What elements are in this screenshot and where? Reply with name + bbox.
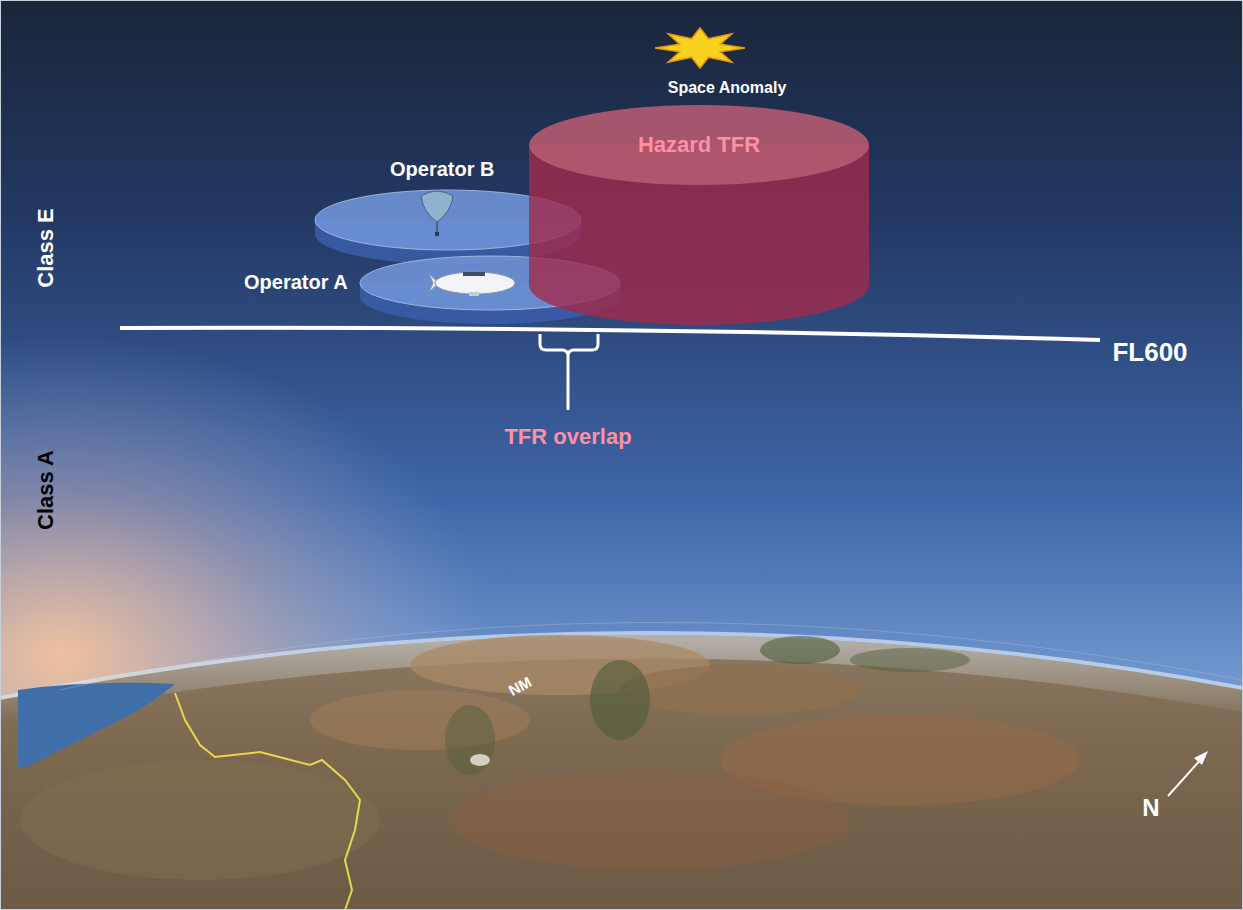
forest-patch xyxy=(760,636,840,664)
border-line xyxy=(175,693,360,910)
ocean xyxy=(18,683,175,768)
north-arrowhead xyxy=(1194,751,1208,765)
anomaly-starburst xyxy=(655,28,745,68)
airship-solar xyxy=(463,272,485,276)
flight-level: FL600 xyxy=(1112,338,1187,368)
anomaly-label: Space Anomaly xyxy=(668,79,787,97)
terrain-patch xyxy=(450,770,850,870)
state-line xyxy=(60,622,1243,690)
cylinder-top xyxy=(529,105,869,185)
airspace-class: Class E xyxy=(33,208,58,288)
balloon-envelope xyxy=(421,191,453,222)
airship-gondola xyxy=(469,292,479,296)
forest-patch xyxy=(590,660,650,740)
airspace-class: Class A xyxy=(33,450,58,530)
earth-surface xyxy=(0,635,1243,910)
terrain-patch xyxy=(310,690,530,750)
fl600-line xyxy=(120,328,1100,340)
zone-label: Operator A xyxy=(244,271,348,294)
airship-icon xyxy=(429,272,515,296)
forest-patch xyxy=(445,705,495,775)
salt-flat xyxy=(470,754,490,766)
zone-label: Hazard TFR xyxy=(638,132,760,157)
overlap-bracket xyxy=(540,334,598,410)
zone-label: Operator B xyxy=(390,158,494,181)
balloon-icon xyxy=(421,191,453,236)
north-label: N xyxy=(1142,794,1159,822)
hazard-tfr: Hazard TFR xyxy=(527,103,871,329)
airship-hull xyxy=(435,272,515,294)
north-arrow xyxy=(1168,757,1203,796)
overlap-label: TFR overlap xyxy=(504,424,631,449)
balloon-tether xyxy=(437,222,438,232)
forest-patch xyxy=(850,648,970,672)
terrain-patch xyxy=(620,665,860,715)
balloon-payload xyxy=(435,232,439,236)
terrain-patch xyxy=(20,760,380,880)
